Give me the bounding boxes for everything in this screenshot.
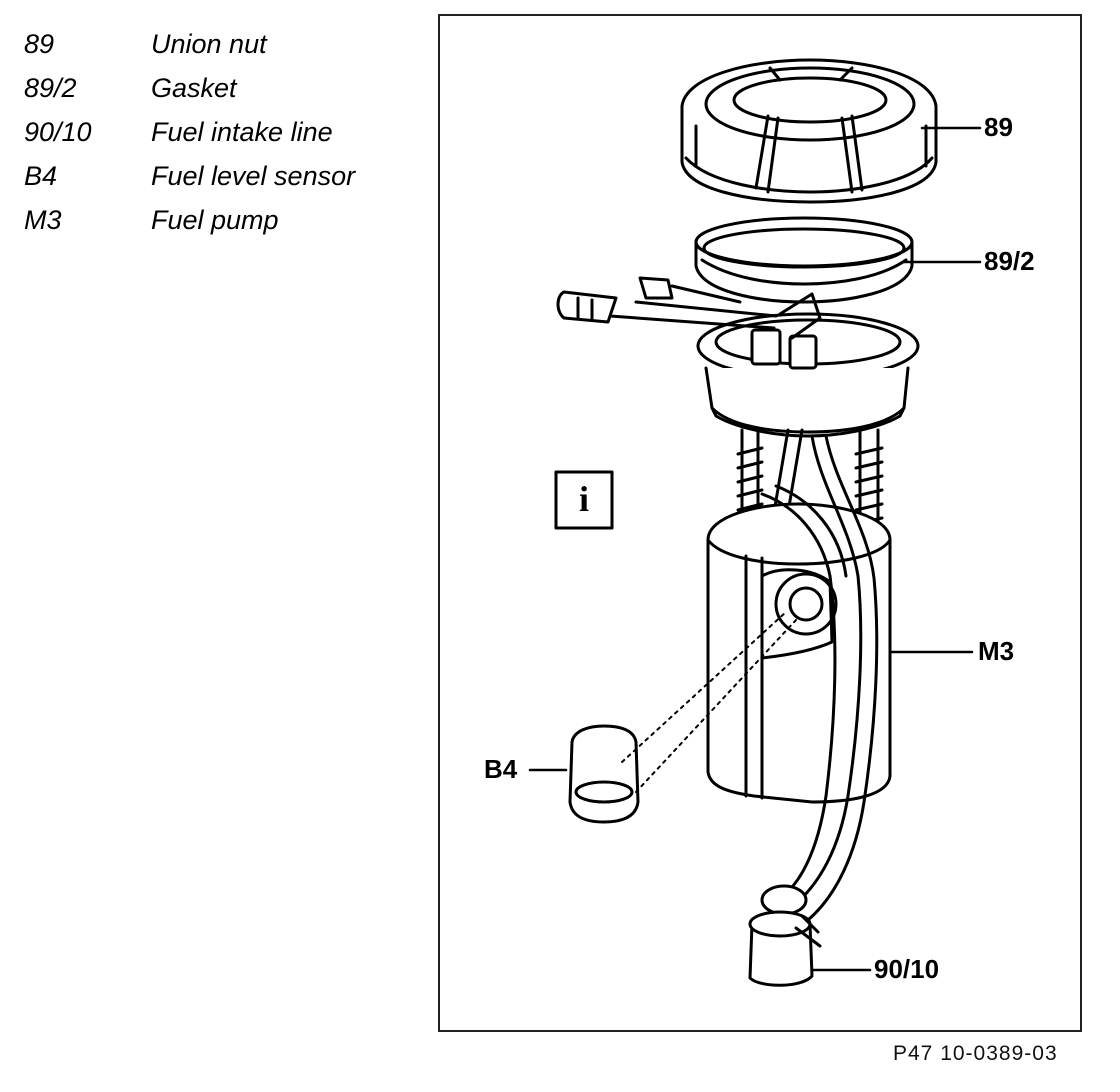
legend-code: 90/10	[24, 117, 92, 147]
fuel-level-sensor-drawing	[568, 611, 797, 824]
callout-leader-lines	[528, 126, 982, 972]
legend-code: 89	[24, 29, 55, 59]
gasket-drawing	[694, 216, 914, 304]
legend-code: 89/2	[24, 73, 77, 103]
legend-code: B4	[24, 161, 58, 191]
legend-description: Union nut	[151, 29, 267, 59]
fuel-pump-exploded-drawing	[528, 58, 982, 987]
fuel-pump-body-drawing	[706, 502, 892, 804]
callout-fuel-pump: M3	[978, 636, 1015, 666]
union-nut-drawing	[680, 58, 938, 204]
info-box-frame	[554, 470, 614, 530]
callout-fuel-level-sensor: B4	[484, 754, 518, 784]
legend-description: Fuel pump	[151, 205, 279, 235]
callout-fuel-intake-line: 90/10	[874, 954, 940, 984]
figure-code: P47 10-0389-03	[893, 1042, 1058, 1065]
legend-description: Fuel level sensor	[151, 161, 356, 191]
pump-flange-drawing	[556, 276, 920, 438]
fuel-intake-line-drawing	[748, 434, 879, 987]
callout-gasket: 89/2	[984, 246, 1035, 276]
legend-item-fuel-intake-line: 90/10 Fuel intake line	[24, 110, 424, 154]
legend-description: Fuel intake line	[151, 117, 333, 147]
legend-item-fuel-level-sensor: B4 Fuel level sensor	[24, 154, 424, 198]
legend-item-fuel-pump: M3 Fuel pump	[24, 198, 424, 242]
figure-frame: i 89 89/2 M3 B4 90/10	[438, 14, 1082, 1032]
callout-union-nut: 89	[984, 112, 1013, 142]
legend-list: 89 Union nut 89/2 Gasket 90/10 Fuel inta…	[24, 22, 424, 242]
info-icon: i	[578, 479, 589, 519]
legend-description: Gasket	[151, 73, 237, 103]
legend-item-gasket: 89/2 Gasket	[24, 66, 424, 110]
legend-code: M3	[24, 205, 62, 235]
legend-item-union-nut: 89 Union nut	[24, 22, 424, 66]
